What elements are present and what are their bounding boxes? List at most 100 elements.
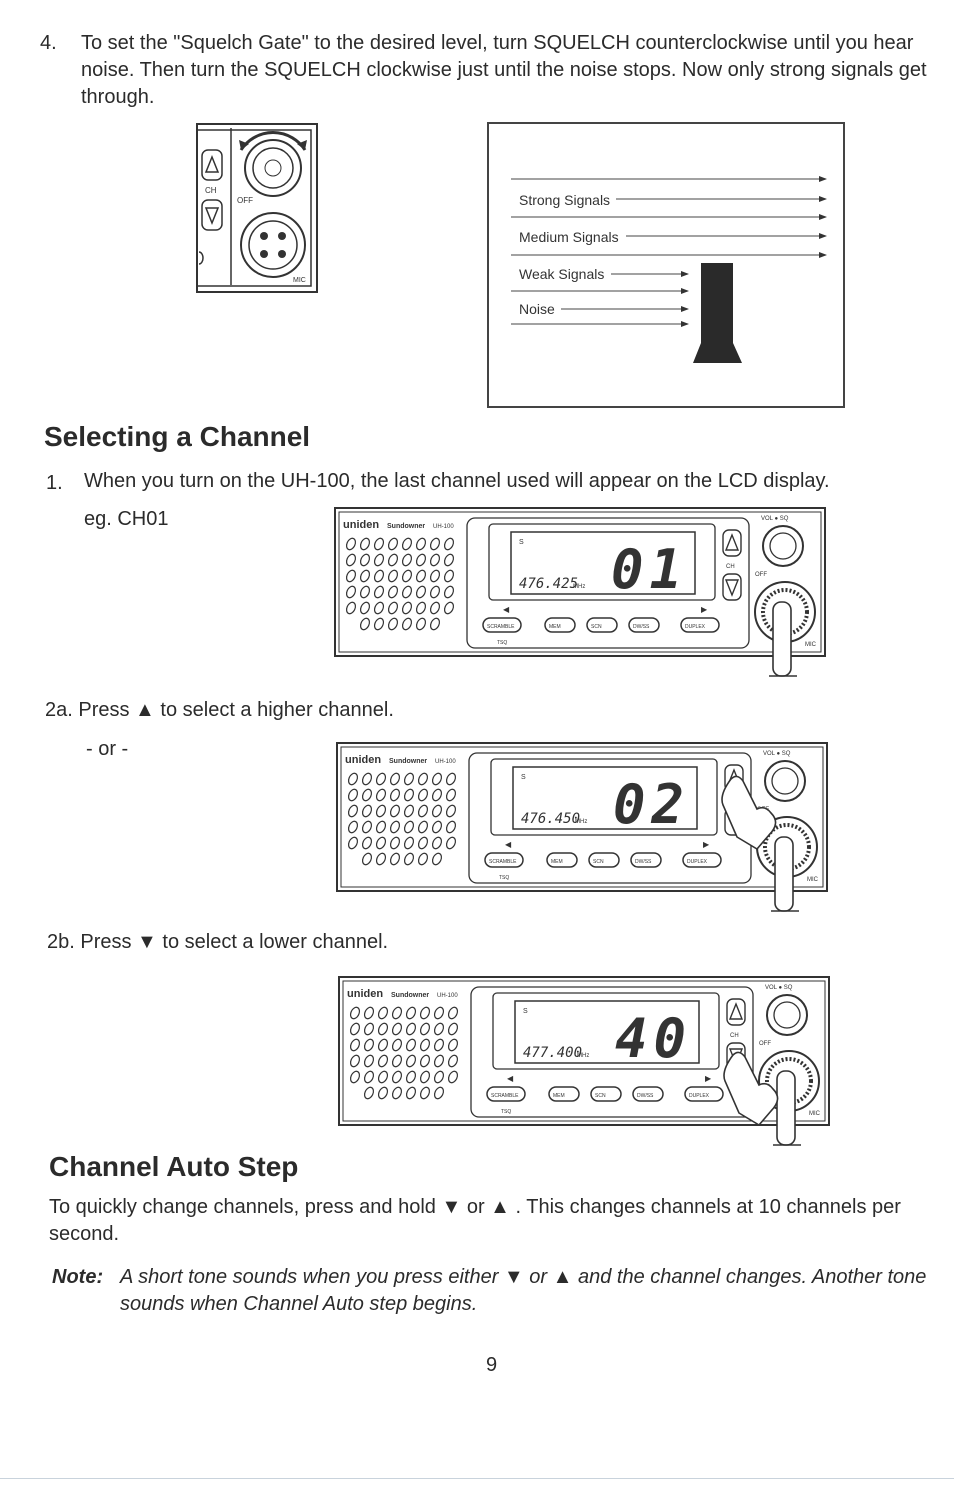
panel-button — [632, 1086, 664, 1102]
left-arrow-icon: ◀ — [507, 1074, 514, 1083]
speaker-hole — [417, 836, 429, 850]
speaker-hole — [345, 537, 357, 551]
step-number: 4. — [40, 32, 57, 54]
left-arrow-icon: ◀ — [503, 605, 510, 614]
speaker-hole — [373, 601, 385, 615]
speaker-hole — [415, 537, 427, 551]
knob-inner — [773, 1001, 801, 1029]
speaker-hole — [443, 569, 455, 583]
speaker-hole — [415, 569, 427, 583]
speaker-hole — [417, 772, 429, 786]
speaker-hole — [391, 1086, 403, 1100]
vol-sq-label: VOL ● SQ — [761, 516, 789, 522]
speaker-hole — [433, 1086, 445, 1100]
speaker-hole — [347, 772, 359, 786]
squelch-gate-icon — [693, 263, 742, 363]
radio-bezel — [342, 980, 826, 1122]
speaker-hole — [443, 553, 455, 567]
lcd-frequency: 476.450 — [521, 811, 580, 827]
model-line: Sundowner — [389, 758, 427, 765]
lcd-screen — [514, 1000, 700, 1064]
ch-down-icon — [201, 199, 223, 231]
panel-button-label: SCRAMBLE — [489, 859, 517, 865]
svg-text:MIC: MIC — [293, 277, 306, 284]
speaker-hole — [373, 585, 385, 599]
signal-diagram: Strong Signals Medium Signals Weak Signa… — [487, 122, 845, 408]
front-panel — [470, 986, 754, 1118]
speaker-hole — [445, 820, 457, 834]
speaker-hole — [375, 820, 387, 834]
speaker-hole — [405, 1022, 417, 1036]
lcd-s-label: S — [519, 539, 524, 546]
speaker-hole — [347, 788, 359, 802]
speaker-hole — [401, 585, 413, 599]
speaker-hole — [429, 537, 441, 551]
speaker-hole — [345, 553, 357, 567]
speaker-hole — [403, 772, 415, 786]
speaker-hole — [433, 1070, 445, 1084]
pressing-finger-icon — [723, 1051, 779, 1127]
knob-inner — [769, 532, 797, 560]
speaker-hole — [429, 569, 441, 583]
triangle-up-icon — [728, 1002, 744, 1020]
speaker-hole — [345, 585, 357, 599]
speaker-hole — [433, 1006, 445, 1020]
panel-button — [630, 852, 662, 868]
speaker-hole — [391, 1006, 403, 1020]
speaker-hole — [401, 601, 413, 615]
panel-button-label: DUPLEX — [685, 624, 706, 630]
speaker-hole — [401, 553, 413, 567]
panel-button-label: DUPLEX — [689, 1093, 710, 1099]
off-label: OFF — [759, 1041, 771, 1047]
page-number: 9 — [486, 1354, 498, 1376]
speaker-hole — [347, 836, 359, 850]
lcd-channel: 40 — [615, 1007, 692, 1070]
speaker-hole — [403, 820, 415, 834]
speaker-hole — [433, 1054, 445, 1068]
panel-button — [486, 1086, 526, 1102]
brand-logo: uniden — [347, 988, 383, 1000]
speaker-hole — [405, 1054, 417, 1068]
speaker-hole — [445, 788, 457, 802]
speaker-hole — [359, 601, 371, 615]
mic-socket-ring — [763, 823, 811, 871]
speaker-hole — [431, 852, 443, 866]
speaker-hole — [373, 553, 385, 567]
speaker-hole — [375, 836, 387, 850]
panel-button — [628, 617, 660, 633]
speaker-hole — [345, 569, 357, 583]
front-panel — [466, 517, 750, 649]
right-arrow-icon: ▶ — [705, 1074, 712, 1083]
model-name: UH-100 — [437, 993, 458, 999]
tsq-label: TSQ — [499, 875, 509, 881]
speaker-hole — [417, 852, 429, 866]
speaker-hole — [387, 569, 399, 583]
panel-button — [588, 852, 620, 868]
panel-button-label: MEM — [553, 1093, 565, 1099]
speaker-hole — [391, 1022, 403, 1036]
ch-label: CH — [205, 186, 217, 195]
panel-button-label: DW/SS — [635, 859, 652, 865]
speaker-hole — [417, 804, 429, 818]
model-name: UH-100 — [435, 759, 456, 765]
note-label: Note: — [52, 1266, 104, 1288]
speaker-hole — [361, 788, 373, 802]
speaker-hole — [419, 1070, 431, 1084]
knob-inner — [771, 767, 799, 795]
lcd-s-label: S — [521, 774, 526, 781]
speaker-hole — [403, 804, 415, 818]
panel-button — [680, 617, 720, 633]
panel-button-label: DUPLEX — [687, 859, 708, 865]
step-number: 1. — [46, 472, 63, 494]
lcd-mhz: MHz — [573, 584, 585, 590]
speaker-hole — [447, 1038, 459, 1052]
panel-button-label: DW/SS — [633, 624, 650, 630]
speaker-hole — [431, 788, 443, 802]
volume-knob-icon — [766, 994, 808, 1036]
speaker-hole — [433, 1038, 445, 1052]
brand-logo: uniden — [345, 754, 381, 766]
speaker-hole — [445, 772, 457, 786]
lcd-s-label: S — [523, 1008, 528, 1015]
speaker-hole — [415, 585, 427, 599]
speaker-hole — [373, 537, 385, 551]
